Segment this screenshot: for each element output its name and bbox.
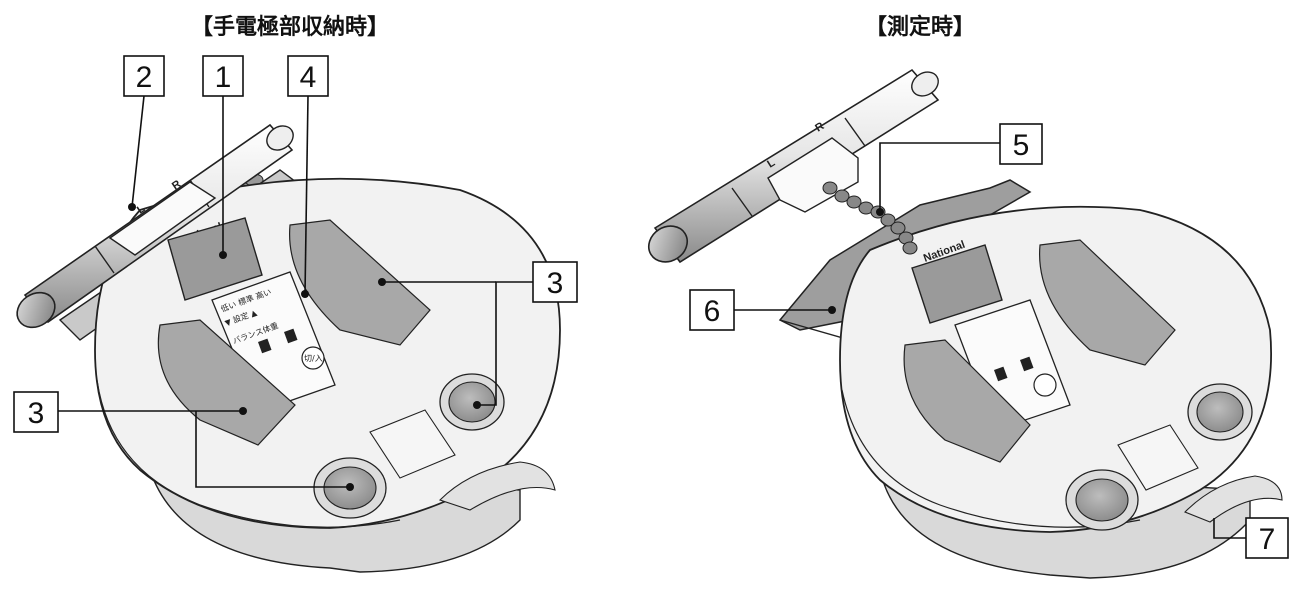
left-scale-figure: L R National 低い 標準 高い ▼ 設定 ▲ バランス体重 切/入 (16, 123, 561, 573)
left-figure-title: 【手電極部収納時】 (191, 14, 389, 40)
callout-5: 5 (876, 123, 1043, 216)
svg-text:1: 1 (215, 61, 232, 94)
svg-text:3: 3 (28, 397, 45, 430)
right-toe-electrode-a (903, 339, 1031, 463)
left-hand-electrode: L R (16, 123, 294, 329)
svg-text:7: 7 (1259, 523, 1276, 556)
callout-6: 6 (689, 289, 836, 331)
callout-2: 2 (123, 55, 165, 211)
left-display (167, 217, 263, 301)
left-toe-electrode-a (157, 319, 296, 446)
right-toe-electrode-b (1038, 239, 1176, 366)
left-control-panel: 低い 標準 高い ▼ 設定 ▲ バランス体重 切/入 (211, 271, 336, 413)
right-display (911, 244, 1003, 324)
svg-text:3: 3 (547, 267, 564, 300)
callout-1: 1 (202, 55, 244, 259)
callout-3-right: 3 (378, 261, 578, 409)
right-figure-title: 【測定時】 (865, 14, 975, 40)
left-sensor-pad (369, 409, 456, 479)
svg-text:2: 2 (136, 61, 153, 94)
right-heel-electrode-b (1187, 383, 1253, 441)
callout-7: 7 (1213, 517, 1289, 559)
left-power-button-label: 切/入 (304, 354, 323, 363)
right-coiled-cord (822, 181, 918, 255)
right-sensor-pad (1117, 424, 1199, 491)
svg-text:5: 5 (1013, 129, 1030, 162)
callout-3-left: 3 (13, 391, 354, 491)
right-front-notch (1184, 475, 1283, 523)
right-heel-electrode-a (1065, 469, 1139, 531)
left-front-notch (438, 461, 556, 511)
svg-text:6: 6 (704, 295, 721, 328)
right-scale-figure: L R National (647, 68, 1283, 579)
left-heel-electrode-b (439, 373, 505, 431)
callout-4: 4 (287, 55, 329, 298)
svg-text:4: 4 (300, 61, 317, 94)
left-toe-electrode-b (288, 219, 431, 346)
